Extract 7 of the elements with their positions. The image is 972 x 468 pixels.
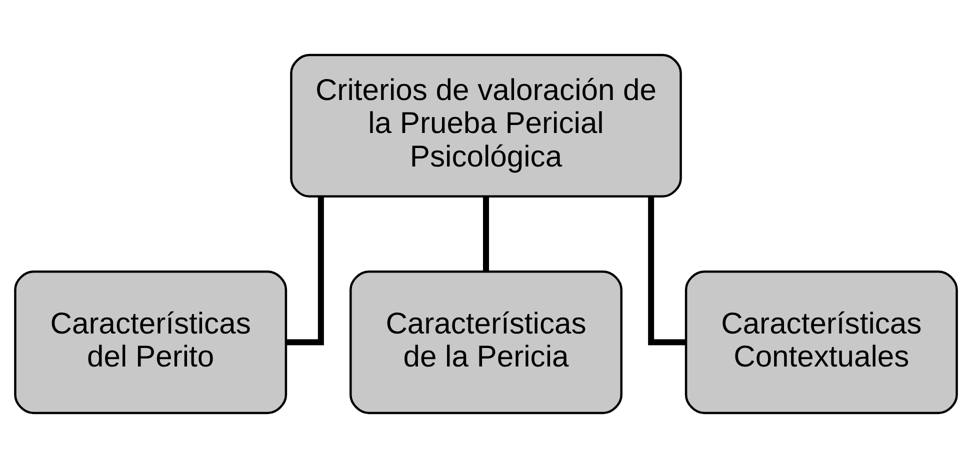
connector — [483, 196, 489, 272]
connector — [286, 196, 324, 346]
node-box: Características del Perito — [14, 270, 288, 414]
node-box: Características de la Pericia — [350, 270, 622, 414]
node-box: Criterios de valoración de la Prueba Pericial Psicológica — [290, 54, 682, 198]
connector — [648, 196, 686, 346]
node-box: Características Contextuales — [684, 270, 958, 414]
